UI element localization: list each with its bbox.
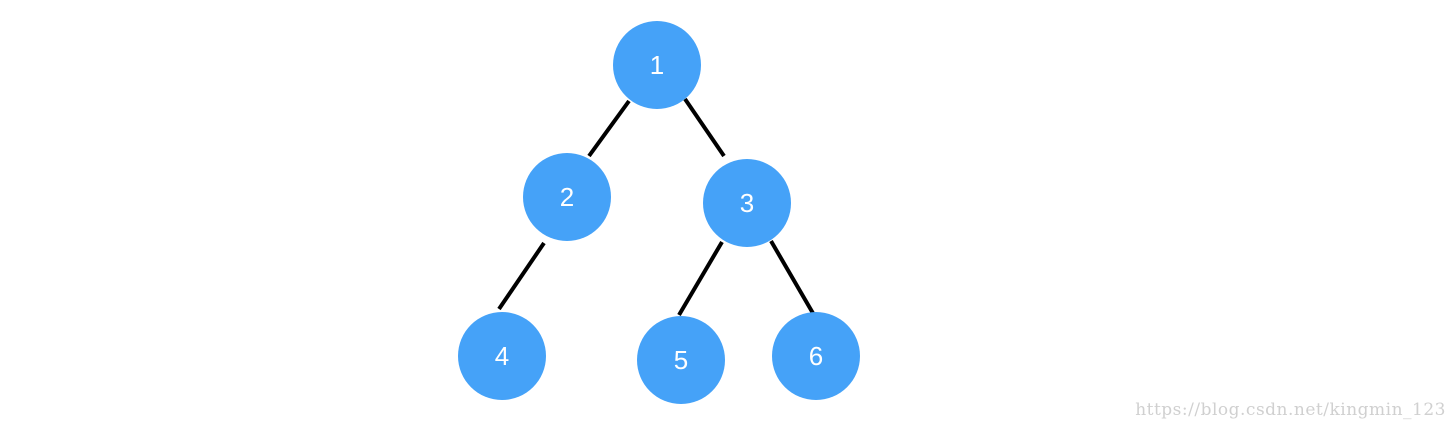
node-label-1: 1 bbox=[650, 50, 664, 80]
tree-node-4: 4 bbox=[458, 312, 546, 400]
node-circle-1 bbox=[613, 21, 701, 109]
tree-node-1: 1 bbox=[613, 21, 701, 109]
tree-node-6: 6 bbox=[772, 312, 860, 400]
node-circle-6 bbox=[772, 312, 860, 400]
tree-node-5: 5 bbox=[637, 316, 725, 404]
node-circle-5 bbox=[637, 316, 725, 404]
node-circle-4 bbox=[458, 312, 546, 400]
watermark-text: https://blog.csdn.net/kingmin_123 bbox=[1135, 400, 1446, 420]
tree-node-2: 2 bbox=[523, 153, 611, 241]
edge-1-3 bbox=[683, 97, 726, 158]
nodes-layer: 1 2 3 4 5 6 bbox=[458, 21, 860, 404]
edge-3-5 bbox=[677, 240, 724, 317]
node-circle-3 bbox=[703, 159, 791, 247]
node-label-5: 5 bbox=[674, 345, 688, 375]
node-label-4: 4 bbox=[495, 341, 509, 371]
node-label-2: 2 bbox=[560, 182, 574, 212]
node-label-3: 3 bbox=[740, 188, 754, 218]
edge-2-4 bbox=[497, 241, 546, 311]
edge-1-2 bbox=[587, 99, 631, 158]
edges-layer bbox=[497, 97, 816, 317]
node-label-6: 6 bbox=[809, 341, 823, 371]
edge-3-6 bbox=[769, 239, 816, 317]
node-circle-2 bbox=[523, 153, 611, 241]
tree-node-3: 3 bbox=[703, 159, 791, 247]
